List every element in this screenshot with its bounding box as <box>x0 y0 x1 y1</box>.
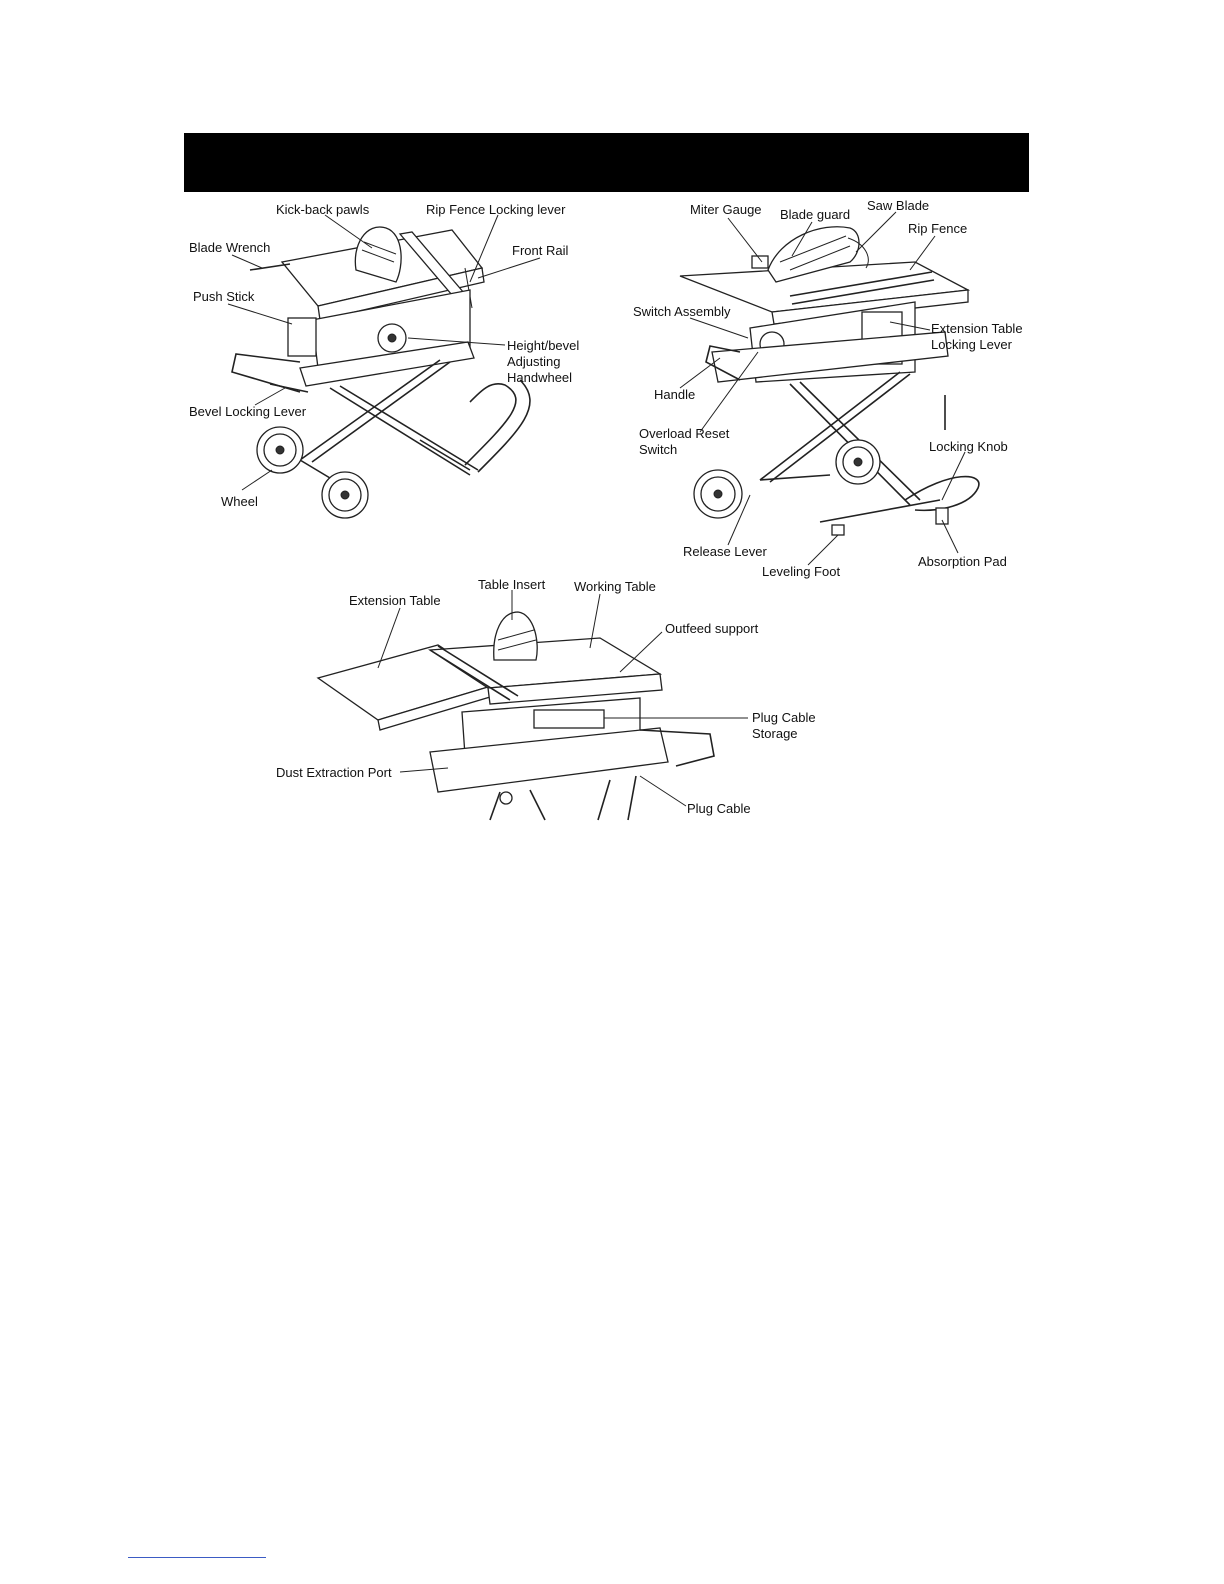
label-switch-assembly: Switch Assembly <box>633 304 731 319</box>
label-locking-knob: Locking Knob <box>929 439 1008 454</box>
label-table-insert: Table Insert <box>478 577 546 592</box>
label-extension-table-locking-lever: Extension Table Locking Lever <box>931 321 1023 352</box>
label-blade-wrench: Blade Wrench <box>189 240 271 255</box>
footer-rule <box>128 1557 266 1558</box>
label-bevel-locking-lever: Bevel Locking Lever <box>189 404 307 419</box>
label-plug-cable-storage: Plug Cable Storage <box>752 710 816 741</box>
label-front-rail: Front Rail <box>512 243 569 258</box>
label-absorption-pad: Absorption Pad <box>918 554 1007 569</box>
label-release-lever: Release Lever <box>683 544 767 559</box>
label-plug-cable: Plug Cable <box>687 801 751 816</box>
label-wheel: Wheel <box>221 494 258 509</box>
label-push-stick: Push Stick <box>193 289 255 304</box>
label-saw-blade: Saw Blade <box>867 198 930 213</box>
saw-drawing-top-left <box>227 214 541 519</box>
label-kick-back-pawls: Kick-back pawls <box>276 202 370 217</box>
label-dust-extraction-port: Dust Extraction Port <box>276 765 392 780</box>
label-blade-guard: Blade guard <box>780 207 851 222</box>
label-overload-reset-switch: Overload Reset Switch <box>639 426 730 457</box>
label-handle: Handle <box>654 387 696 402</box>
label-rip-fence-locking-lever: Rip Fence Locking lever <box>426 202 566 217</box>
label-leveling-foot: Leveling Foot <box>762 564 841 579</box>
label-working-table: Working Table <box>574 579 656 594</box>
label-rip-fence: Rip Fence <box>908 221 968 236</box>
label-extension-table: Extension Table <box>349 593 441 608</box>
label-height-bevel-handwheel: Height/bevel Adjusting Handwheel <box>507 338 580 385</box>
saw-drawing-top-right <box>679 211 980 566</box>
label-outfeed-support: Outfeed support <box>665 621 759 636</box>
section-header-bar <box>184 133 1029 192</box>
saw-drawing-bottom <box>316 590 748 821</box>
label-miter-gauge: Miter Gauge <box>690 202 762 217</box>
